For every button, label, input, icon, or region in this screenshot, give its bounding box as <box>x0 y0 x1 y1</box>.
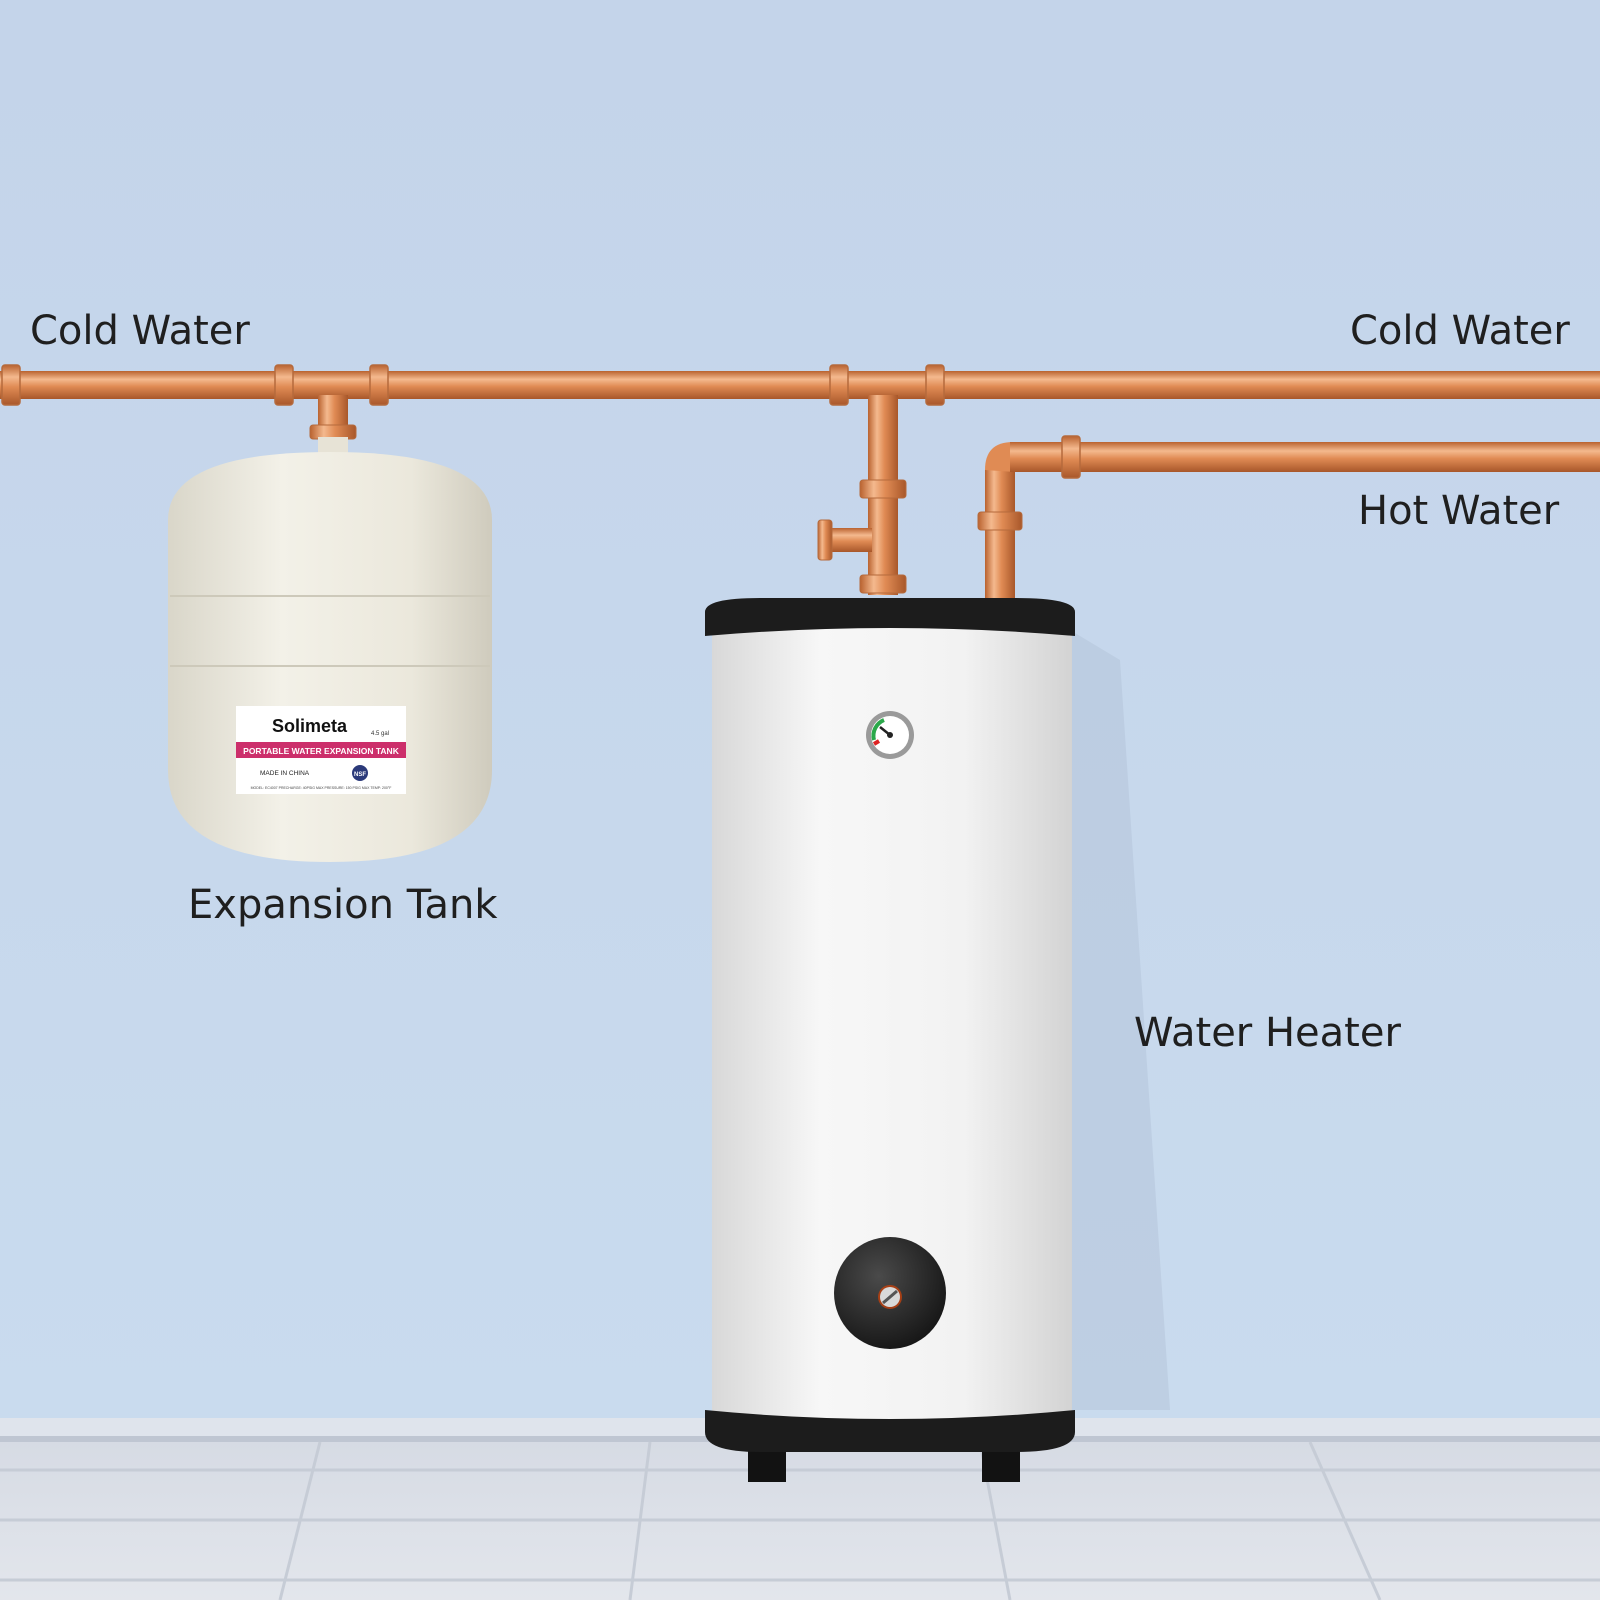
tank-brand: Solimeta <box>272 716 348 736</box>
expansion-tank-label: Expansion Tank <box>188 882 498 928</box>
tank-spec: MODEL: EC4007 PRECHARGE: 40PSIG MAX PRES… <box>251 786 392 790</box>
cold-water-label-left: Cold Water <box>30 308 250 354</box>
thermostat-knob-icon <box>834 1237 946 1349</box>
tank-cert: NSF <box>354 772 366 778</box>
water-heater-label: Water Heater <box>1134 1010 1401 1056</box>
tank-capacity: 4.5 gal <box>371 731 389 737</box>
hot-water-label: Hot Water <box>1358 488 1560 534</box>
tank-origin: MADE IN CHINA <box>260 770 310 777</box>
tank-product-label: Solimeta 4.5 gal PORTABLE WATER EXPANSIO… <box>236 706 406 794</box>
cold-water-label-right: Cold Water <box>1350 308 1570 354</box>
heater-inlet-pipe <box>817 395 907 595</box>
temperature-gauge-icon <box>866 711 914 759</box>
tank-product: PORTABLE WATER EXPANSION TANK <box>243 746 400 756</box>
expansion-tank: Solimeta 4.5 gal PORTABLE WATER EXPANSIO… <box>168 452 492 862</box>
floor <box>0 1418 1600 1600</box>
cold-water-pipe <box>0 364 1600 406</box>
tank-drop-pipe <box>309 395 357 453</box>
hot-water-pipe <box>977 435 1600 600</box>
water-heater <box>705 598 1075 1482</box>
